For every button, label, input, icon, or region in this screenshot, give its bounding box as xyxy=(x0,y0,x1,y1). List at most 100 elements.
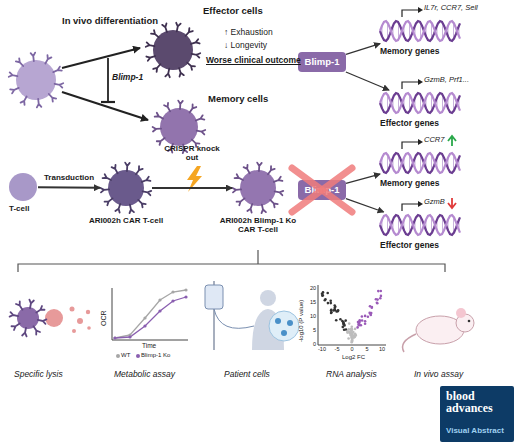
label-text: Log2 FC xyxy=(342,354,365,361)
volcano-point xyxy=(327,302,330,305)
label-text: 5 xyxy=(361,346,373,352)
car-receptor xyxy=(112,165,118,173)
car-receptor xyxy=(136,166,143,174)
car-receptor xyxy=(274,177,283,182)
dna-strand xyxy=(380,153,460,173)
iv-tube xyxy=(214,309,254,328)
dna-strand xyxy=(380,93,460,113)
volcano-point xyxy=(351,328,354,331)
volcano-point xyxy=(358,323,361,326)
volcano-point xyxy=(376,302,379,305)
dna-strand xyxy=(380,21,460,41)
car-receptor xyxy=(143,191,152,195)
car-receptor xyxy=(21,97,27,105)
volcano-point xyxy=(321,295,324,298)
car-receptor xyxy=(186,28,193,36)
label-text: Specific lysis xyxy=(14,370,63,380)
label-text: Time xyxy=(142,342,156,349)
car-receptor xyxy=(233,188,241,193)
volcano-point xyxy=(342,326,345,329)
volcano-point xyxy=(380,290,383,293)
car-receptor xyxy=(190,104,197,112)
iv-bag xyxy=(205,285,223,309)
car-receptor xyxy=(165,69,169,78)
legend-text: Blimp-1 Ko xyxy=(141,352,170,359)
car-receptor xyxy=(142,177,151,182)
volcano-point xyxy=(344,319,347,322)
car-receptor xyxy=(9,72,18,76)
differentiation-arrow xyxy=(62,48,140,68)
car-receptor xyxy=(178,101,183,109)
gene-dna-shape xyxy=(380,18,460,44)
volcano-point xyxy=(364,320,367,323)
mouse-eye xyxy=(468,320,471,323)
volcano-point xyxy=(350,327,353,330)
car-receptor xyxy=(16,58,23,66)
label-text: ↓ Longevity xyxy=(224,41,267,51)
ko-point xyxy=(184,295,187,298)
dna-strand xyxy=(380,93,460,113)
node-text: Effector genes xyxy=(380,241,439,251)
patient-cell xyxy=(281,330,287,336)
car-receptor xyxy=(247,204,252,213)
wt-point xyxy=(184,288,187,291)
car-receptor xyxy=(237,198,245,205)
differentiation-arrow xyxy=(62,92,148,120)
car-receptor xyxy=(244,165,250,173)
car-receptor xyxy=(22,328,26,337)
volcano-point xyxy=(352,335,355,338)
volcano-axes xyxy=(318,285,386,345)
car-receptor xyxy=(31,53,35,62)
effector-cell: Effector cells xyxy=(145,22,201,78)
promoter-arrow-head xyxy=(418,201,423,207)
volcano-point xyxy=(335,310,338,313)
car-receptor xyxy=(101,188,109,193)
volcano-point xyxy=(354,328,357,331)
node-text: T-cell xyxy=(9,204,29,213)
wt-point xyxy=(158,298,161,301)
ko-point xyxy=(143,324,146,327)
gene-dna-shape xyxy=(380,150,460,176)
car-receptor xyxy=(268,166,275,174)
knockout-cross xyxy=(292,168,352,212)
car-receptor xyxy=(130,205,134,214)
volcano-point xyxy=(346,330,349,333)
label-text: OCR xyxy=(100,310,108,326)
volcano-point xyxy=(330,312,333,315)
logo-box: blood advancesVisual Abstract xyxy=(440,386,514,442)
volcano-point xyxy=(356,326,359,329)
volcano-point xyxy=(335,319,338,322)
node-text: Memory cells xyxy=(208,94,268,105)
car-receptor xyxy=(29,300,33,309)
volcano-point xyxy=(377,290,380,293)
car-receptor xyxy=(176,23,180,32)
volcano-point xyxy=(380,295,383,298)
lightning-icon xyxy=(187,166,202,192)
car-t-cell-shape xyxy=(100,162,152,214)
car-receptor xyxy=(235,174,243,180)
patient-head xyxy=(260,290,276,306)
car-receptor xyxy=(16,301,22,309)
up-arrow xyxy=(448,136,456,146)
volcano-point xyxy=(368,311,371,314)
cell-body xyxy=(17,307,39,329)
dna-strand xyxy=(380,215,460,235)
cell-fragment xyxy=(86,310,90,314)
volcano-point xyxy=(364,315,367,318)
label-text: Blimp-1 xyxy=(112,73,143,83)
cell-body xyxy=(153,30,193,70)
connector xyxy=(38,186,100,189)
t-cell: T-cell xyxy=(8,172,38,202)
volcano-point xyxy=(351,335,354,338)
promoter-arrow-head xyxy=(418,139,423,145)
node-text: IL7r, CCR7, Sell xyxy=(424,4,478,13)
legend-text: WT xyxy=(121,352,130,359)
node-text: GzmB xyxy=(424,198,445,207)
promoter-arrow xyxy=(402,204,418,211)
car-receptor xyxy=(157,138,165,145)
car-receptor xyxy=(37,99,41,108)
cell-fragment xyxy=(77,318,83,324)
